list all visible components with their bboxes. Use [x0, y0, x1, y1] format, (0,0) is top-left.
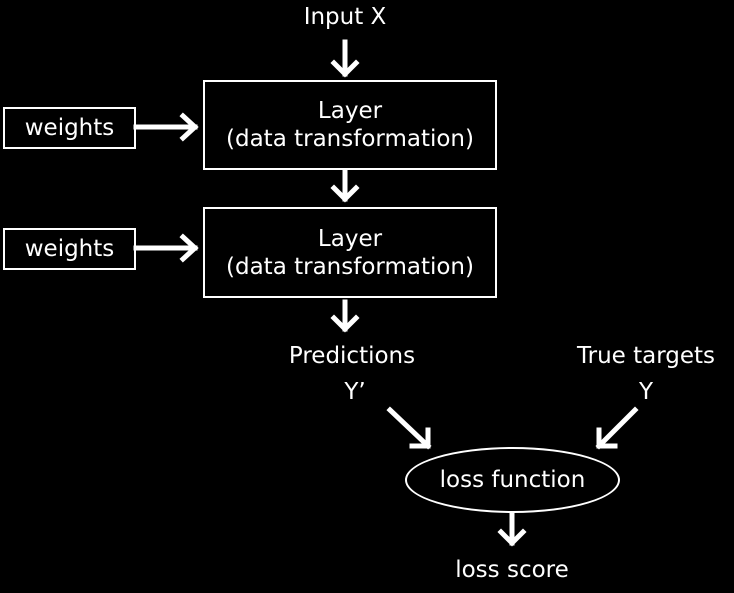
weights-1-box: weights — [3, 107, 136, 149]
layer-1-title: Layer — [317, 98, 383, 124]
loss-score-label: loss score — [455, 557, 569, 583]
arrow-loss-to-score — [497, 512, 527, 547]
arrow-predictions-to-loss — [386, 406, 432, 450]
layer-1-subtitle: (data transformation) — [226, 126, 474, 152]
true-targets-symbol: Y — [638, 379, 654, 405]
arrow-targets-to-loss — [595, 406, 639, 450]
arrow-weights2-to-layer2 — [133, 233, 199, 263]
loss-function-label: loss function — [439, 467, 586, 493]
true-targets-label: True targets — [576, 343, 716, 369]
arrow-layer2-to-predictions — [330, 299, 360, 333]
weights-1-label: weights — [24, 115, 115, 141]
layer-2-subtitle: (data transformation) — [226, 253, 474, 280]
arrow-layer1-to-layer2 — [330, 168, 360, 203]
layer-2-box: Layer (data transformation) — [203, 207, 497, 298]
arrow-weights1-to-layer1 — [133, 112, 199, 142]
weights-2-box: weights — [3, 228, 136, 270]
weights-2-label: weights — [24, 236, 115, 262]
predictions-label: Predictions — [288, 343, 416, 369]
layer-2-title: Layer — [317, 225, 383, 252]
arrow-input-to-layer1 — [330, 39, 360, 78]
layer-1-box: Layer (data transformation) — [203, 80, 497, 170]
input-label: Input X — [303, 4, 387, 30]
predictions-symbol: Y’ — [344, 379, 366, 405]
loss-function-node: loss function — [405, 447, 620, 513]
